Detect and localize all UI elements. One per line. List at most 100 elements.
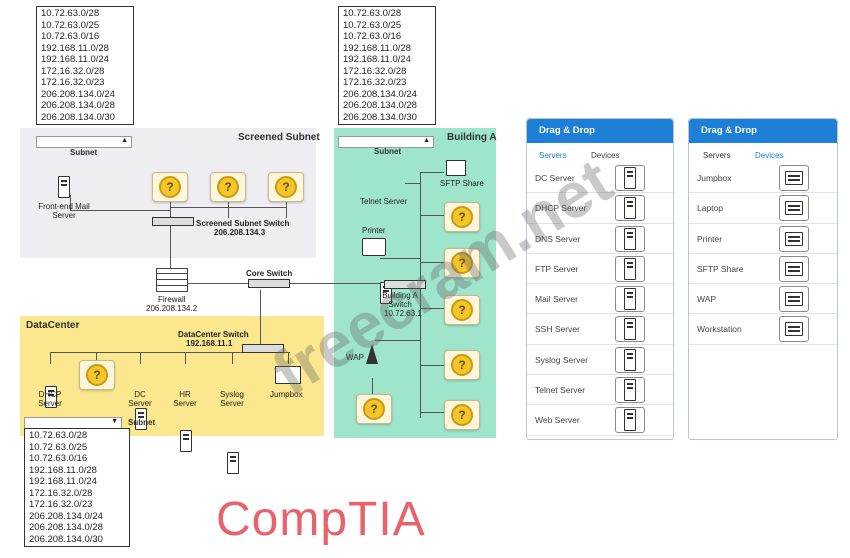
server-icon[interactable] — [615, 225, 645, 252]
draggable-item[interactable]: Printer — [689, 224, 837, 254]
drop-target[interactable]: ? — [152, 172, 188, 202]
tower-icon — [785, 201, 803, 216]
subnet-option[interactable]: 172.16.32.0/28 — [29, 487, 93, 499]
subnet-option[interactable]: 10.72.63.0/28 — [41, 8, 100, 19]
tab-devices[interactable]: Devices — [591, 151, 620, 160]
subnet-option[interactable]: 206.208.134.0/24 — [343, 88, 417, 100]
draggable-item[interactable]: DHCP Server — [527, 193, 673, 224]
subnet-option[interactable]: 10.72.63.0/25 — [343, 19, 402, 31]
drop-target[interactable]: ? — [444, 400, 480, 430]
device-icon[interactable] — [779, 195, 809, 222]
drop-target[interactable]: ? — [444, 248, 480, 278]
subnet-option[interactable]: 206.208.134.0/30 — [29, 533, 103, 545]
draggable-item[interactable]: Laptop — [689, 193, 837, 224]
subnet-option[interactable]: 206.208.134.0/30 — [41, 111, 115, 123]
server-icon[interactable] — [615, 286, 645, 313]
link-line — [170, 207, 287, 208]
tower-icon — [785, 261, 803, 276]
subnet-option[interactable]: 10.72.63.0/16 — [41, 31, 100, 42]
subnet-select[interactable]: ▲ — [36, 136, 132, 148]
jumpbox-label: Jumpbox — [270, 390, 303, 399]
draggable-item[interactable]: Telnet Server — [527, 375, 673, 406]
building-a-label: Building A — [447, 132, 497, 143]
subnet-option[interactable]: 206.208.134.0/24 — [29, 510, 103, 522]
tower-icon — [624, 288, 636, 311]
tab-devices[interactable]: Devices — [755, 151, 784, 160]
server-icon[interactable] — [615, 316, 645, 343]
draggable-item[interactable]: Jumpbox — [689, 163, 837, 194]
draggable-item[interactable]: DC Server — [527, 163, 673, 194]
subnet-option[interactable]: 10.72.63.0/25 — [41, 19, 100, 31]
subnet-option[interactable]: 172.16.32.0/23 — [343, 77, 407, 88]
subnet-option[interactable]: 10.72.63.0/25 — [29, 441, 88, 453]
draggable-item[interactable]: SSH Server — [527, 314, 673, 345]
bldg-switch-ip: 10.72.63.1 — [384, 309, 422, 318]
subnet-option[interactable]: 206.208.134.0/30 — [343, 111, 417, 123]
subnet-option[interactable]: 206.208.134.0/28 — [29, 522, 103, 533]
server-icon[interactable] — [615, 195, 645, 222]
subnet-select[interactable]: ▲ — [338, 136, 434, 148]
device-icon[interactable] — [779, 165, 809, 191]
server-icon[interactable] — [615, 255, 645, 282]
draggable-item[interactable]: Syslog Server — [527, 345, 673, 376]
subnet-option[interactable]: 10.72.63.0/16 — [343, 31, 402, 42]
device-icon[interactable] — [779, 316, 809, 343]
subnet-option[interactable]: 206.208.134.0/28 — [343, 100, 417, 111]
device-icon[interactable] — [779, 225, 809, 252]
server-icon[interactable] — [615, 407, 645, 434]
subnet-option[interactable]: 172.16.32.0/23 — [41, 77, 105, 88]
link-line — [420, 172, 421, 418]
device-icon[interactable] — [779, 286, 809, 313]
hr-server-label: HR Server — [173, 390, 197, 408]
subnet-option[interactable]: 172.16.32.0/23 — [29, 499, 93, 510]
tab-servers[interactable]: Servers — [703, 151, 731, 160]
wap-label: WAP — [346, 353, 364, 362]
subnet-option[interactable]: 192.168.11.0/28 — [29, 464, 97, 476]
device-icon[interactable] — [779, 255, 809, 282]
subnet-label: Subnet — [70, 148, 98, 157]
draggable-item[interactable]: FTP Server — [527, 254, 673, 285]
subnet-option[interactable]: 206.208.134.0/28 — [41, 100, 115, 111]
drop-target[interactable]: ? — [444, 350, 480, 380]
server-icon[interactable] — [615, 165, 645, 191]
tower-icon — [624, 227, 636, 250]
server-icon[interactable] — [615, 346, 645, 373]
draggable-item[interactable]: Web Server — [527, 405, 673, 436]
link-line — [288, 283, 388, 284]
draggable-item[interactable]: WAP — [689, 284, 837, 315]
subnet-option[interactable]: 172.16.32.0/28 — [41, 65, 105, 77]
drop-target[interactable]: ? — [79, 360, 115, 390]
datacenter-label: DataCenter — [26, 320, 80, 331]
subnet-option[interactable]: 206.208.134.0/24 — [41, 88, 115, 100]
subnet-option[interactable]: 192.168.11.0/24 — [41, 54, 109, 65]
draggable-item[interactable]: DNS Server — [527, 224, 673, 254]
drop-target[interactable]: ? — [444, 202, 480, 232]
item-label: Syslog Server — [535, 354, 588, 365]
drop-target[interactable]: ? — [444, 295, 480, 325]
draggable-item[interactable]: SFTP Share — [689, 254, 837, 285]
drop-target[interactable]: ? — [268, 172, 304, 202]
subnet-option[interactable]: 10.72.63.0/16 — [29, 453, 88, 464]
drop-target[interactable]: ? — [210, 172, 246, 202]
frontend-mail-server-label: Front-end Mail Server — [38, 202, 90, 220]
subnet-option[interactable]: 172.16.32.0/28 — [343, 65, 407, 77]
draggable-item[interactable]: Workstation — [689, 314, 837, 345]
tab-servers[interactable]: Servers — [539, 151, 567, 160]
subnet-option[interactable]: 192.168.11.0/28 — [343, 42, 411, 54]
drop-target[interactable]: ? — [356, 394, 392, 424]
subnet-option[interactable]: 192.168.11.0/24 — [29, 476, 97, 487]
item-label: Web Server — [535, 415, 580, 426]
firewall-ip: 206.208.134.2 — [146, 304, 198, 313]
link-line — [185, 352, 186, 364]
subnet-option[interactable]: 10.72.63.0/28 — [343, 8, 402, 19]
tower-icon — [624, 318, 636, 341]
draggable-item[interactable]: Mail Server — [527, 284, 673, 315]
server-icon[interactable] — [615, 377, 645, 404]
subnet-option[interactable]: 10.72.63.0/28 — [29, 430, 88, 441]
datacenter-zone — [20, 316, 324, 436]
subnet-option[interactable]: 192.168.11.0/24 — [343, 54, 411, 65]
subnet-option[interactable]: 192.168.11.0/28 — [41, 42, 109, 54]
